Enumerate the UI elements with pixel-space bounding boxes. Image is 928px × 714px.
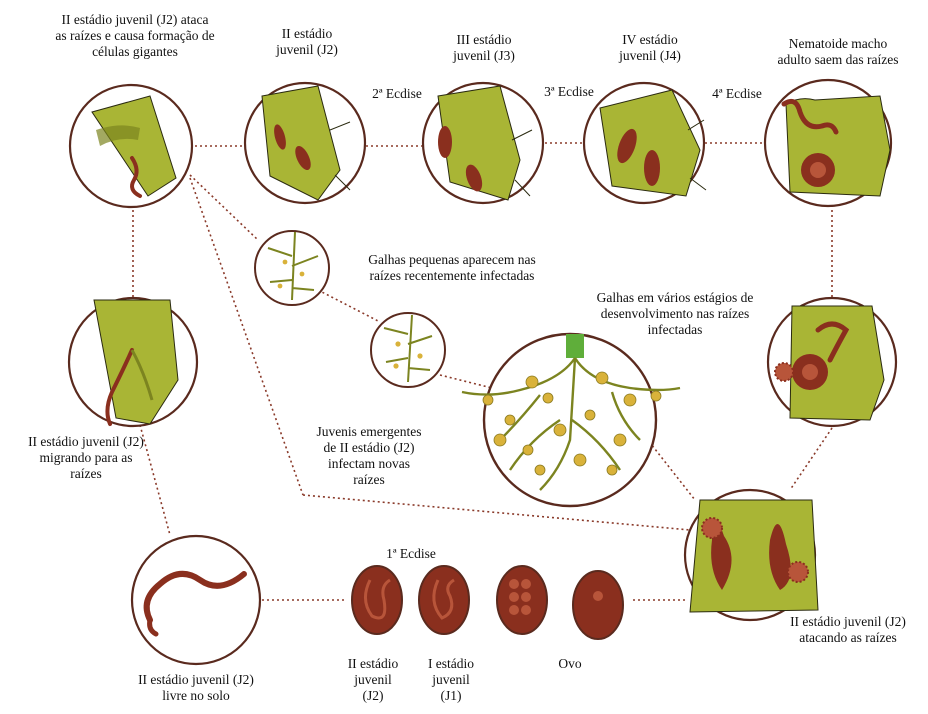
label-j2-free-soil: II estádio juvenil (J2) livre no solo xyxy=(112,672,280,704)
label-line: adulto saem das raízes xyxy=(777,52,899,67)
egg-single-cell xyxy=(572,570,624,640)
label-line: livre no solo xyxy=(162,688,230,703)
label-male-leaves: Nematoide macho adulto saem das raízes xyxy=(758,36,918,68)
label-line: desenvolvimento nas raízes xyxy=(600,306,750,321)
stage-j2-circle xyxy=(243,81,367,205)
stage-j3-circle xyxy=(421,81,545,205)
label-line: Nematoide macho xyxy=(788,36,888,51)
j2-migrating-circle xyxy=(67,296,199,428)
adult-male-exit-circle xyxy=(763,78,893,208)
label-line: migrando para as xyxy=(39,450,133,465)
label-j2-attacks: II estádio juvenil (J2) ataca as raízes … xyxy=(20,12,250,60)
label-small-galls: Galhas pequenas aparecem nas raízes rece… xyxy=(338,252,566,284)
j2-free-soil-circle xyxy=(130,534,262,666)
label-line: de II estádio (J2) xyxy=(323,440,415,455)
label-ecdise-4: 4ª Ecdise xyxy=(712,86,762,101)
label-line: raízes xyxy=(353,472,385,487)
label-j4-stage: IV estádio juvenil (J4) xyxy=(605,32,695,64)
label-egg-j1: I estádio juvenil (J1) xyxy=(414,656,488,704)
label-line: infectam novas xyxy=(327,456,411,471)
cycle-connectors xyxy=(132,142,833,601)
label-j2-migrating: II estádio juvenil (J2) migrando para as… xyxy=(2,434,170,482)
label-line: infectadas xyxy=(647,322,703,337)
label-line: células gigantes xyxy=(92,44,178,59)
label-ecdise-3: 3ª Ecdise xyxy=(544,84,594,99)
label-line: II estádio juvenil (J2) ataca xyxy=(61,12,209,27)
stage-j4-circle xyxy=(582,81,707,205)
label-line: (J2) xyxy=(362,688,384,703)
label-line: juvenil xyxy=(354,672,392,687)
label-line: juvenil (J4) xyxy=(619,48,681,63)
label-line: I estádio xyxy=(427,656,475,671)
label-line: II estádio xyxy=(281,26,333,41)
label-emerging-juveniles: Juvenis emergentes de II estádio (J2) in… xyxy=(294,424,444,488)
small-galls-circle-2 xyxy=(370,312,446,388)
label-line: Galhas pequenas aparecem nas xyxy=(368,252,536,267)
stage-j2-attacks-circle xyxy=(68,83,194,209)
label-line: juvenil (J2) xyxy=(276,42,338,57)
small-galls-circle xyxy=(254,230,330,306)
egg-j2 xyxy=(351,565,403,635)
label-line: atacando as raízes xyxy=(799,630,897,645)
label-galls-stages: Galhas em vários estágios de desenvolvim… xyxy=(570,290,780,338)
female-in-root-circle xyxy=(766,296,898,428)
label-line: IV estádio xyxy=(622,32,678,47)
label-line: II estádio juvenil (J2) xyxy=(28,434,144,449)
egg-cleavage xyxy=(496,565,548,635)
label-line: Galhas em vários estágios de xyxy=(596,290,754,305)
label-j2-attacking: II estádio juvenil (J2) atacando as raíz… xyxy=(768,614,928,646)
label-ecdise-1: 1ª Ecdise xyxy=(386,546,436,561)
galls-various-stages-circle xyxy=(461,332,681,508)
label-line: II estádio juvenil (J2) xyxy=(790,614,906,629)
j2-attacking-roots-circle xyxy=(683,488,819,622)
egg-j1 xyxy=(418,565,470,635)
label-line: (J1) xyxy=(440,688,462,703)
label-egg: Ovo xyxy=(558,656,582,671)
label-j2-stage: II estádio juvenil (J2) xyxy=(262,26,352,58)
label-line: Juvenis emergentes xyxy=(316,424,422,439)
label-line: II estádio xyxy=(347,656,399,671)
label-egg-j2: II estádio juvenil (J2) xyxy=(336,656,410,704)
label-line: III estádio xyxy=(456,32,512,47)
label-j3-stage: III estádio juvenil (J3) xyxy=(439,32,529,64)
label-line: juvenil xyxy=(432,672,470,687)
label-line: II estádio juvenil (J2) xyxy=(138,672,254,687)
label-line: as raízes e causa formação de xyxy=(55,28,215,43)
label-line: raízes recentemente infectadas xyxy=(369,268,535,283)
label-line: raízes xyxy=(70,466,102,481)
label-ecdise-2: 2ª Ecdise xyxy=(372,86,422,101)
label-line: juvenil (J3) xyxy=(453,48,515,63)
